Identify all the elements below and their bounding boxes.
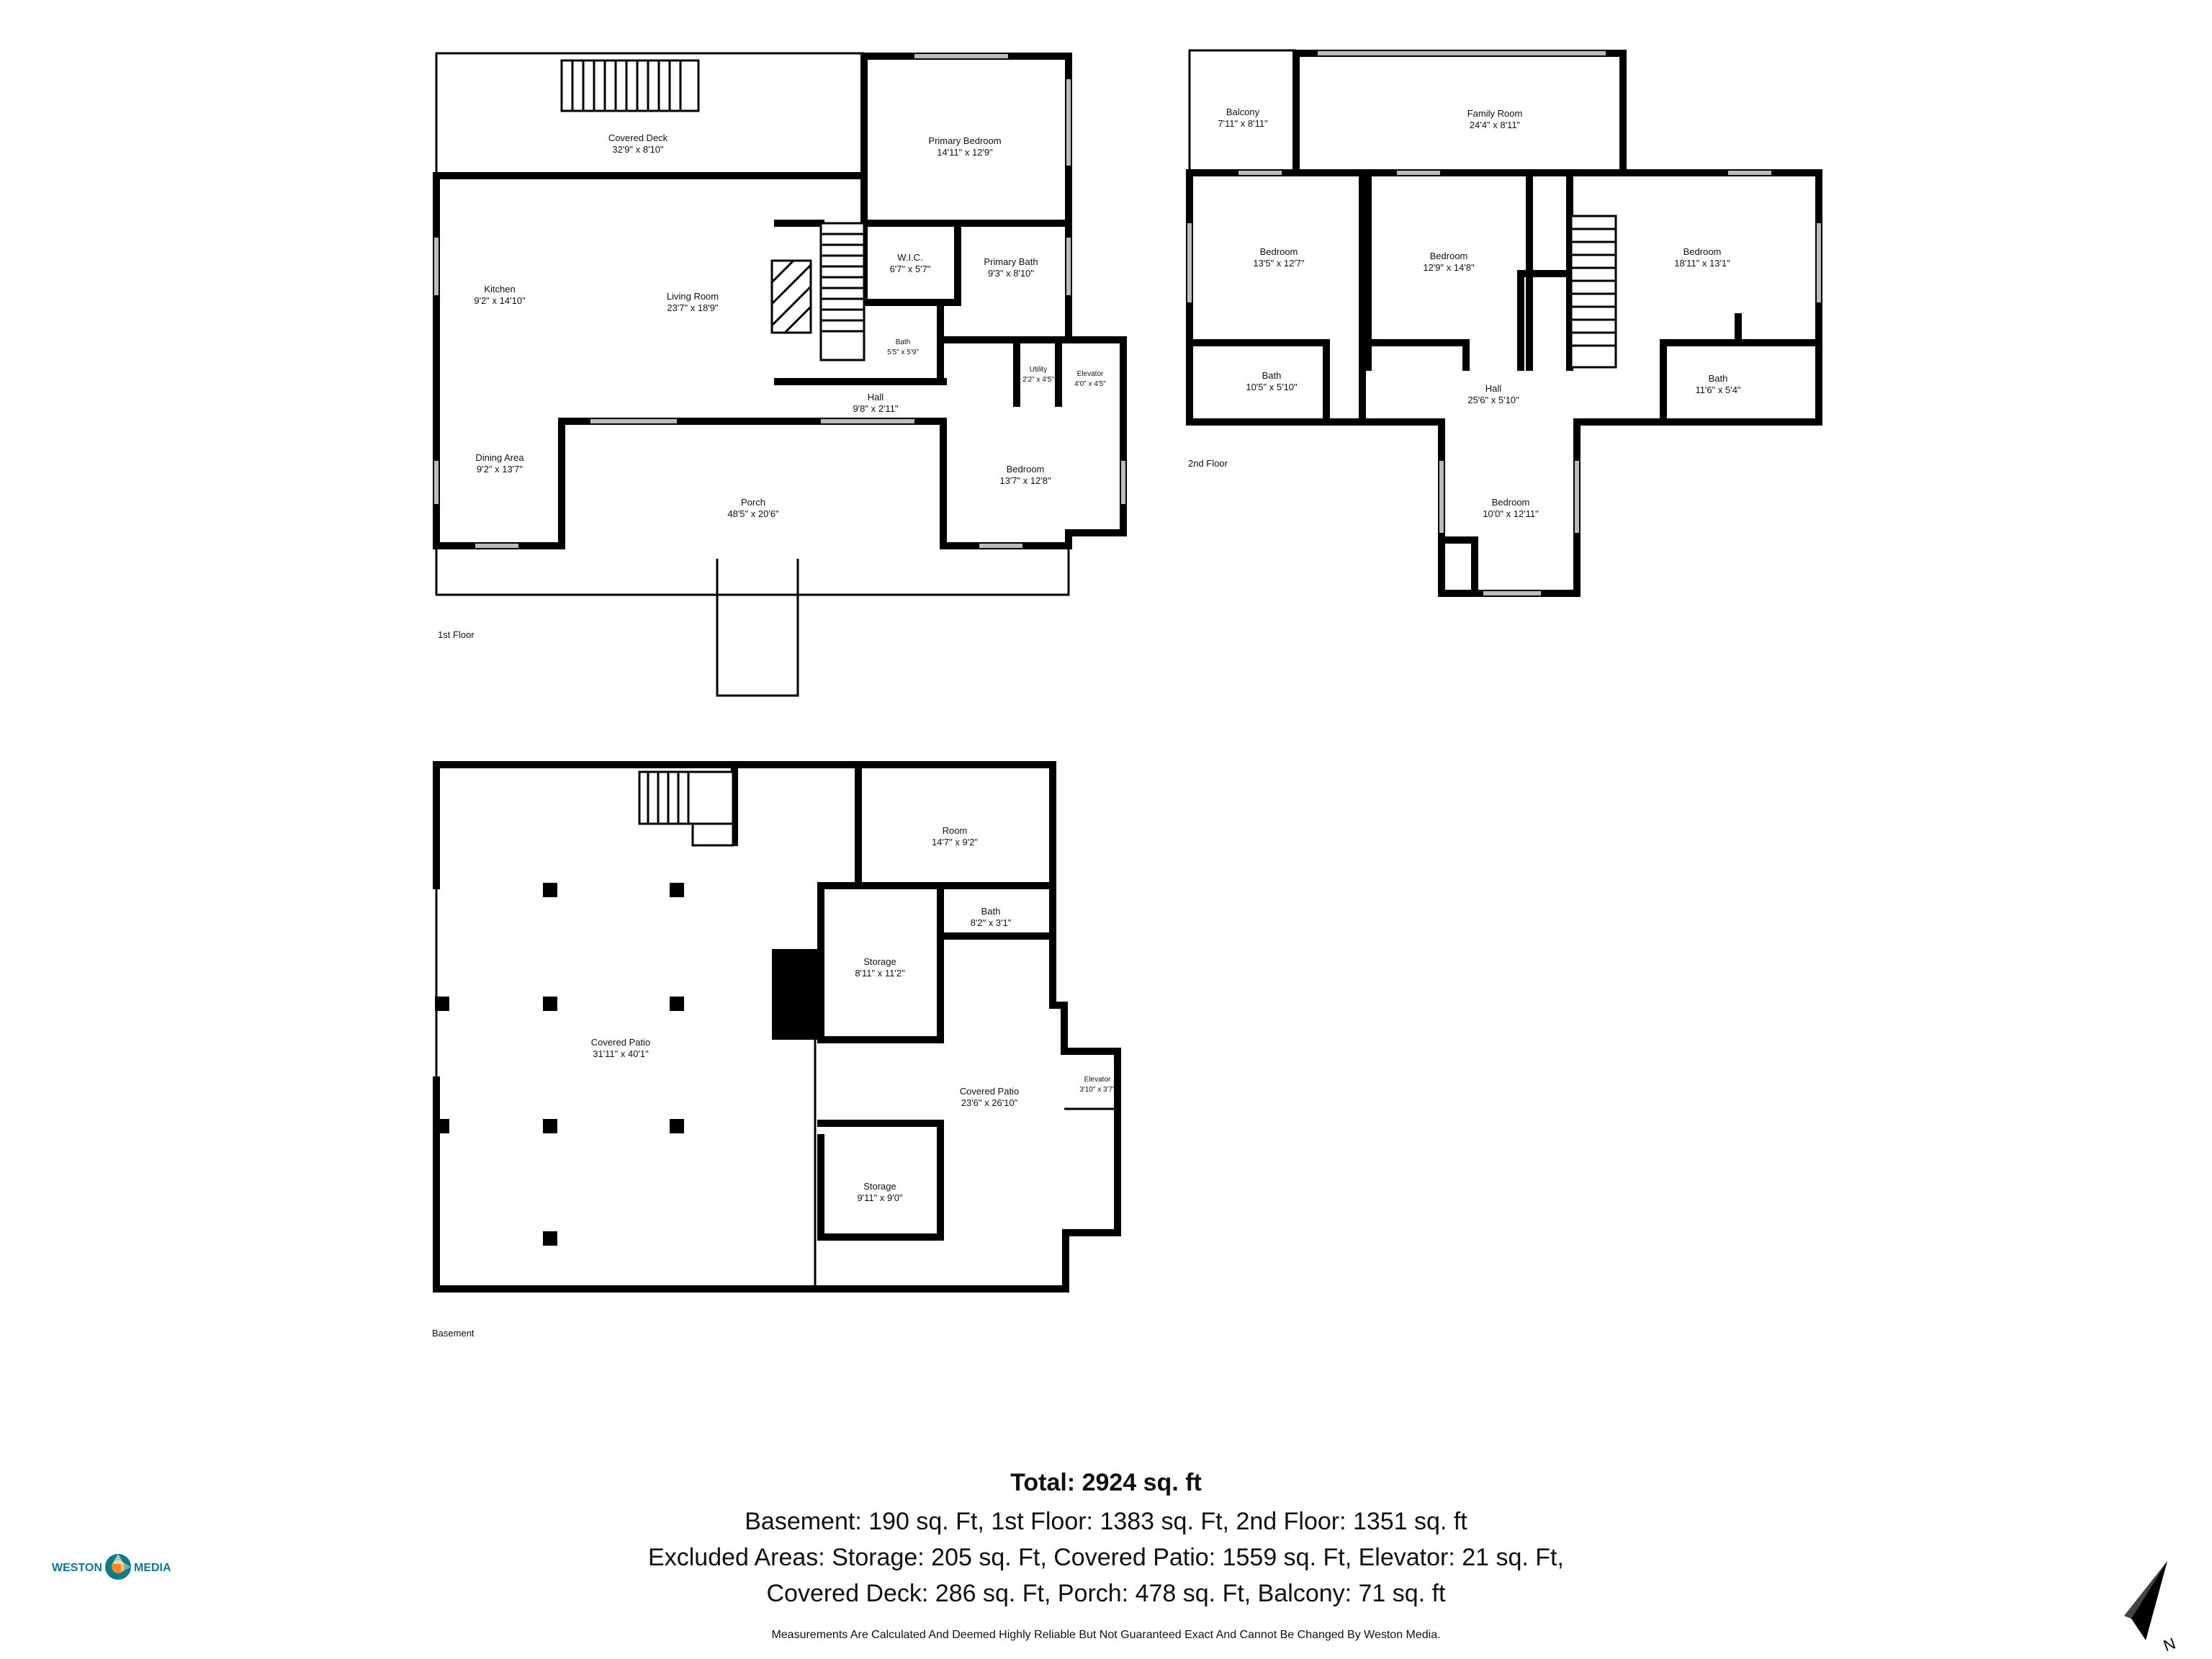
first-floor-plan [433, 52, 1127, 697]
interior-stairs [819, 222, 866, 361]
room-dims: 9'3" x 8'10" [988, 268, 1034, 279]
room-dims: 3'10" x 3'7" [1079, 1086, 1115, 1094]
logo-text-left: WESTON [52, 1562, 102, 1574]
room-dims: 8'2" x 3'1" [971, 917, 1012, 928]
room-dims: 13'5" x 12'7" [1253, 258, 1305, 269]
room-dims: 4'0" x 4'5" [1074, 380, 1106, 388]
room-name: Bath [981, 906, 1001, 917]
first-floor-room-labels: Covered Deck 32'9" x 8'10" Primary Bedro… [474, 132, 1106, 519]
total-area: Total: 2924 sq. ft [1010, 1469, 1202, 1496]
room-name: Bedroom [1492, 497, 1530, 508]
deck-stairs [560, 59, 700, 112]
floor-areas: Basement: 190 sq. Ft, 1st Floor: 1383 sq… [745, 1508, 1467, 1535]
logo-text-right: MEDIA [134, 1562, 171, 1574]
basement-mechanical-block [772, 949, 818, 1040]
room-dims: 32'9" x 8'10" [612, 144, 664, 155]
room-name: Balcony [1226, 107, 1260, 117]
room-dims: 6'7" x 5'7" [890, 264, 931, 274]
basement-plan [433, 761, 1121, 1292]
room-name: Living Room [667, 291, 719, 302]
room-name: Elevator [1084, 1076, 1111, 1084]
room-name: Elevator [1077, 370, 1104, 378]
room-dims: 9'2" x 14'10" [474, 295, 526, 306]
room-name: Covered Patio [591, 1037, 650, 1048]
room-dims: 31'11" x 40'1" [593, 1048, 649, 1059]
room-name: Utility [1030, 366, 1047, 374]
room-dims: 24'4" x 8'11" [1470, 120, 1521, 130]
room-name: Bedroom [1430, 251, 1468, 261]
room-name: Storage [863, 1181, 896, 1192]
room-dims: 2'2" x 4'5" [1022, 376, 1054, 384]
room-name: Bedroom [1260, 246, 1298, 257]
first-floor-caption: 1st Floor [438, 629, 475, 640]
room-name: Bath [1262, 370, 1282, 381]
room-name: Covered Patio [960, 1086, 1019, 1097]
room-dims: 9'8" x 2'11" [853, 403, 898, 414]
room-dims: 25'6" x 5'10" [1467, 395, 1519, 405]
room-name: Bedroom [1007, 464, 1045, 475]
north-arrow-icon: N [2124, 1561, 2178, 1655]
room-dims: 9'2" x 13'7" [477, 464, 523, 475]
room-dims: 14'11" x 12'9" [937, 147, 993, 158]
second-floor-plan [1186, 49, 1822, 597]
room-name: Covered Deck [608, 132, 668, 143]
room-name: Bath [896, 338, 911, 346]
room-dims: 14'7" x 9'2" [932, 837, 978, 848]
fireplace [770, 259, 812, 334]
second-floor-caption: 2nd Floor [1188, 458, 1228, 469]
room-name: Hall [868, 392, 884, 403]
room-name: Porch [741, 497, 765, 508]
room-name: Family Room [1467, 108, 1523, 119]
basement-caption: Basement [432, 1328, 475, 1339]
room-dims: 5'5" x 5'9" [887, 349, 919, 356]
room-dims: 10'0" x 12'11" [1483, 508, 1539, 519]
room-name: Bath [1709, 373, 1728, 384]
basement-stairs [638, 770, 734, 847]
room-name: Hall [1485, 383, 1502, 394]
room-dims: 9'11" x 9'0" [857, 1192, 902, 1203]
basement-room-labels: Room 14'7" x 9'2" Bath 8'2" x 3'1" Stora… [591, 825, 1115, 1203]
excluded-areas: Excluded Areas: Storage: 205 sq. Ft, Cov… [648, 1544, 1564, 1571]
room-dims: 23'7" x 18'9" [667, 302, 719, 313]
room-dims: 12'9" x 14'8" [1423, 262, 1475, 273]
room-dims: 10'5" x 5'10" [1246, 382, 1298, 392]
second-floor-room-labels: Balcony 7'11" x 8'11" Family Room 24'4" … [1218, 107, 1741, 519]
room-name: Primary Bath [984, 256, 1038, 267]
room-name: W.I.C. [897, 252, 922, 263]
room-name: Kitchen [484, 284, 515, 295]
room-dims: 11'6" x 5'4" [1695, 385, 1740, 395]
room-name: Room [943, 825, 968, 836]
disclaimer: Measurements Are Calculated And Deemed H… [771, 1629, 1441, 1641]
room-name: Primary Bedroom [928, 135, 1001, 146]
room-dims: 48'5" x 20'6" [727, 508, 779, 519]
room-dims: 8'11" x 11'2" [855, 968, 905, 979]
room-name: Bedroom [1683, 246, 1722, 257]
room-name: Dining Area [475, 452, 524, 463]
north-letter: N [2161, 1634, 2177, 1655]
room-dims: 23'6" x 26'10" [961, 1097, 1018, 1108]
second-floor-stairs [1570, 215, 1617, 369]
room-dims: 7'11" x 8'11" [1218, 118, 1268, 129]
weston-media-logo: WESTON MEDIA [52, 1554, 171, 1580]
support-columns [435, 883, 684, 1246]
room-name: Storage [863, 956, 896, 967]
aperture-icon [105, 1554, 131, 1580]
room-dims: 18'11" x 13'1" [1674, 258, 1730, 269]
excluded-areas-cont: Covered Deck: 286 sq. Ft, Porch: 478 sq.… [766, 1580, 1446, 1607]
room-dims: 13'7" x 12'8" [999, 475, 1051, 486]
